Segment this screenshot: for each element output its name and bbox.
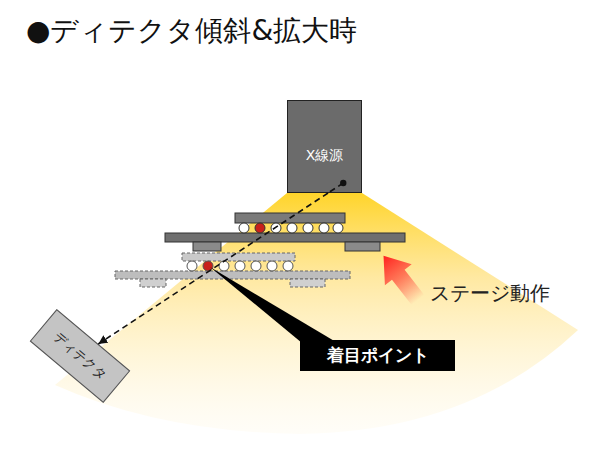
node-text: X線源 bbox=[306, 147, 344, 165]
stage-motion-arrow bbox=[370, 245, 431, 310]
xray-source-box: X線源 bbox=[287, 100, 362, 193]
callout-pointer bbox=[210, 267, 336, 343]
ray-connector bbox=[98, 193, 328, 344]
xray-beam bbox=[55, 193, 578, 434]
diagram-title: ●ディテクタ傾斜&拡大時 bbox=[26, 12, 357, 50]
node-text: ディテクタ bbox=[49, 328, 110, 384]
stage-upper bbox=[165, 213, 405, 251]
stage-motion-label: ステージ動作 bbox=[430, 280, 550, 307]
callout-box: 着目ポイント bbox=[300, 340, 455, 371]
node-text: 着目ポイント bbox=[327, 344, 429, 367]
emission-point bbox=[340, 180, 346, 186]
